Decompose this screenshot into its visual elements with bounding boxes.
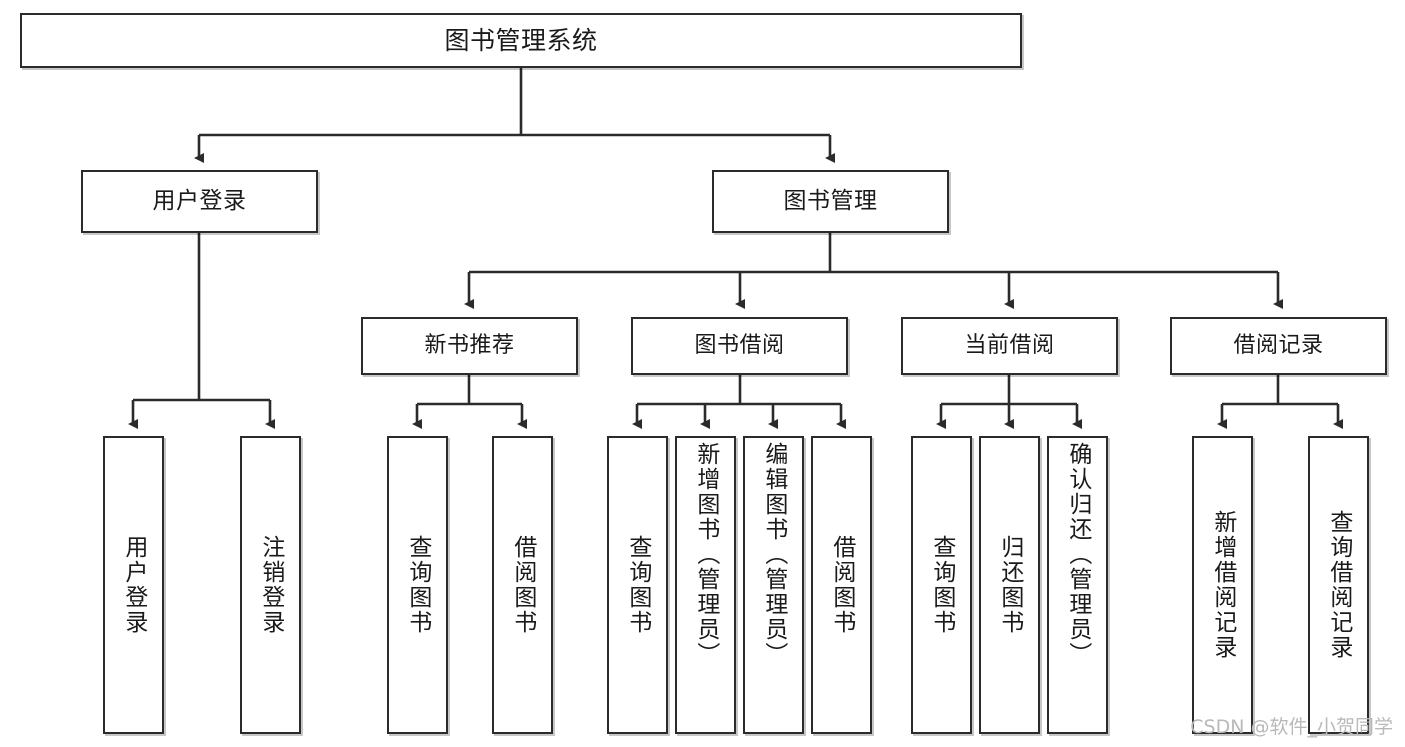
node-root[interactable]: 图书管理系统 — [20, 13, 1022, 68]
leaf-return-book[interactable]: 归还图书 — [979, 436, 1040, 734]
leaf-user-login-label: 用户登录 — [120, 535, 147, 635]
leaf-logout[interactable]: 注销登录 — [240, 436, 301, 734]
leaf-user-login[interactable]: 用户登录 — [103, 436, 164, 734]
leaf-borrow-book-newbook[interactable]: 借阅图书 — [492, 436, 553, 734]
leaf-add-book-admin-label: 新增图书（管理员） — [692, 442, 719, 667]
leaf-borrow-book-newbook-label: 借阅图书 — [509, 535, 536, 635]
leaf-query-book-current-label: 查询图书 — [928, 535, 955, 635]
leaf-add-borrow-record-label: 新增借阅记录 — [1209, 510, 1236, 660]
node-book-borrow[interactable]: 图书借阅 — [631, 317, 848, 375]
leaf-add-book-admin[interactable]: 新增图书（管理员） — [675, 436, 736, 734]
node-current-borrow[interactable]: 当前借阅 — [901, 317, 1118, 375]
leaf-confirm-return-admin[interactable]: 确认归还（管理员） — [1047, 436, 1108, 734]
leaf-borrow-book-borrow[interactable]: 借阅图书 — [811, 436, 872, 734]
leaf-edit-book-admin[interactable]: 编辑图书（管理员） — [743, 436, 804, 734]
leaf-query-book-newbook-label: 查询图书 — [404, 535, 431, 635]
node-new-book-recommend[interactable]: 新书推荐 — [361, 317, 578, 375]
node-book-management[interactable]: 图书管理 — [712, 170, 949, 233]
leaf-logout-label: 注销登录 — [257, 535, 284, 635]
leaf-query-borrow-record[interactable]: 查询借阅记录 — [1308, 436, 1369, 734]
leaf-query-book-borrow-label: 查询图书 — [624, 535, 651, 635]
node-book-borrow-label: 图书借阅 — [694, 333, 785, 359]
leaf-borrow-book-borrow-label: 借阅图书 — [828, 535, 855, 635]
leaf-return-book-label: 归还图书 — [996, 535, 1023, 635]
node-user-login[interactable]: 用户登录 — [81, 170, 318, 233]
leaf-confirm-return-admin-label: 确认归还（管理员） — [1064, 442, 1091, 667]
node-current-borrow-label: 当前借阅 — [964, 333, 1055, 359]
leaf-query-book-borrow[interactable]: 查询图书 — [607, 436, 668, 734]
leaf-query-book-current[interactable]: 查询图书 — [911, 436, 972, 734]
node-borrow-records-label: 借阅记录 — [1233, 333, 1324, 359]
node-book-management-label: 图书管理 — [783, 187, 878, 214]
node-new-book-recommend-label: 新书推荐 — [424, 333, 515, 359]
leaf-query-borrow-record-label: 查询借阅记录 — [1325, 510, 1352, 660]
leaf-edit-book-admin-label: 编辑图书（管理员） — [760, 442, 787, 667]
leaf-query-book-newbook[interactable]: 查询图书 — [387, 436, 448, 734]
node-root-label: 图书管理系统 — [444, 25, 598, 55]
node-borrow-records[interactable]: 借阅记录 — [1170, 317, 1387, 375]
leaf-add-borrow-record[interactable]: 新增借阅记录 — [1192, 436, 1253, 734]
watermark: CSDN @软件_小贺同学 — [1190, 716, 1393, 738]
node-user-login-label: 用户登录 — [152, 187, 247, 214]
